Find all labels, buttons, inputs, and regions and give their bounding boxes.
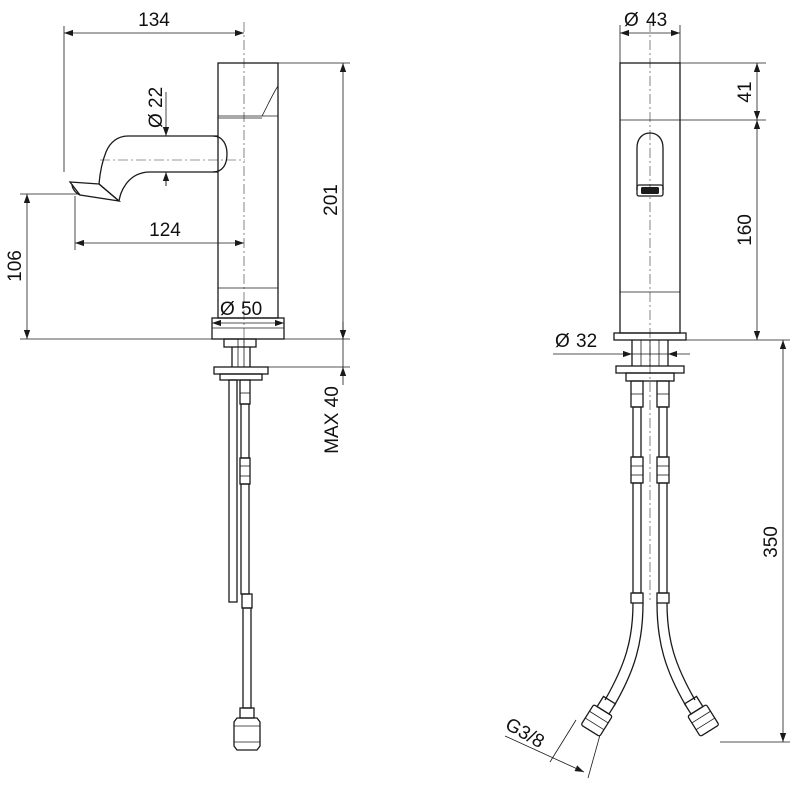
dim-shank-diameter: 32 (576, 331, 597, 352)
spout-lower-edge (118, 171, 218, 202)
spout-aerator-lip (71, 183, 81, 196)
diameter-symbol-22: Ø (146, 113, 167, 128)
hose-right-upper (240, 403, 250, 459)
front-hose-right-fitting-mid (656, 456, 670, 484)
fixing-washer (213, 366, 269, 375)
diameter-symbol-32: Ø (555, 331, 570, 352)
connector-right-nut (687, 704, 719, 737)
base-plate (211, 317, 285, 340)
dim-deck-thickness: MAX 40 (322, 386, 343, 454)
flex-hose-left-outer (604, 602, 634, 701)
front-hose-left-fitting-mid (630, 456, 644, 484)
connector-left-line-1 (589, 710, 609, 724)
side-view: 134 Ø 22 124 106 201 Ø 50 MAX 40 (5, 10, 350, 751)
ext-line-g38-b (587, 734, 601, 779)
connector-right-line-1 (691, 710, 711, 724)
dim-spout-diameter: 22 (146, 87, 167, 108)
front-hose-left-upper (632, 406, 642, 458)
front-spout-opening (636, 132, 664, 190)
dim-line-g38 (504, 735, 585, 773)
hose-right-fitting-mid (239, 457, 251, 485)
dim-width-total: 134 (138, 10, 170, 31)
hex-nut (233, 717, 261, 751)
dim-cap-height: 41 (735, 81, 756, 102)
spout-aerator (68, 181, 122, 202)
front-view: Ø 43 41 160 Ø 32 350 G3/8 (502, 10, 790, 779)
lever-curve (261, 85, 279, 117)
front-hose-right-upper (658, 406, 668, 458)
diameter-symbol-43: Ø (624, 10, 639, 31)
shank-ring (223, 338, 257, 348)
dim-connection-thread: G3/8 (502, 714, 548, 753)
connector-left-nut (581, 704, 613, 737)
dim-body-height: 160 (735, 214, 756, 246)
front-fixing-nut (625, 372, 675, 382)
front-hose-right-ferrule (656, 592, 670, 604)
connector-right (683, 695, 719, 737)
front-hose-left-ferrule (630, 592, 644, 604)
dim-base-diameter: 50 (241, 299, 262, 320)
connector-left-line-2 (585, 717, 605, 731)
flex-hose-top-ferrule (241, 593, 253, 609)
faucet-body (217, 62, 279, 319)
spout-joint (212, 135, 228, 173)
dim-hose-length: 350 (761, 526, 782, 558)
dim-total-height: 201 (321, 184, 342, 216)
connector-left (581, 695, 617, 737)
front-aerator-center (641, 187, 659, 194)
connector-right-line-2 (695, 717, 715, 731)
flex-hose-right-outer (666, 602, 696, 701)
front-hose-right-lower (658, 482, 668, 594)
ext-line-g38-a (549, 719, 577, 763)
diameter-symbol-50: Ø (220, 299, 235, 320)
dim-body-diameter: 43 (646, 10, 667, 31)
front-aerator (636, 184, 664, 197)
hose-right-fitting-top (239, 379, 251, 405)
dim-spout-reach: 124 (149, 220, 181, 241)
flex-hose-right-inner (656, 602, 687, 707)
dim-spout-height: 106 (5, 250, 26, 282)
flex-hose-left-inner (613, 602, 644, 707)
hose-right-lower (240, 483, 250, 595)
hose-left (228, 379, 238, 603)
front-hose-left-lower (632, 482, 642, 594)
fixing-nut (219, 373, 263, 381)
flex-hose (242, 607, 252, 709)
spout-upper-edge (98, 135, 218, 185)
flex-hose-bottom-ferrule (239, 707, 255, 719)
